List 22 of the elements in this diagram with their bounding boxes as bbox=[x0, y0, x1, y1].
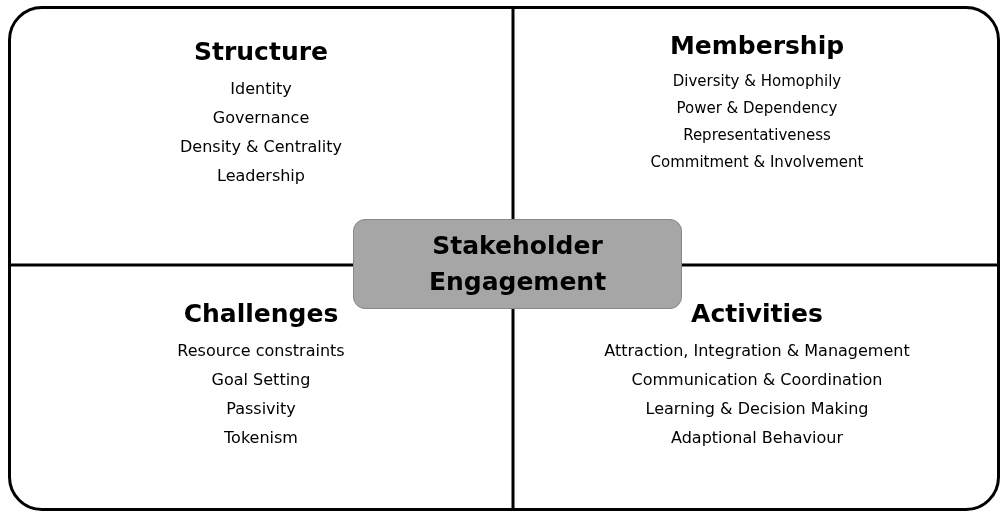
list-item: Representativeness bbox=[683, 125, 831, 146]
list-item: Density & Centrality bbox=[180, 136, 342, 158]
list-item: Commitment & Involvement bbox=[650, 152, 864, 173]
list-item: Attraction, Integration & Management bbox=[604, 340, 910, 362]
list-item: Resource constraints bbox=[177, 340, 345, 362]
list-item: Leadership bbox=[217, 165, 305, 187]
list-item: Identity bbox=[230, 78, 292, 100]
quadrant-heading: Activities bbox=[691, 299, 823, 328]
list-item: Communication & Coordination bbox=[631, 369, 883, 391]
list-item: Power & Dependency bbox=[676, 98, 838, 119]
list-item: Governance bbox=[212, 107, 310, 129]
list-item: Learning & Decision Making bbox=[645, 398, 869, 420]
center-box: Stakeholder Engagement bbox=[353, 219, 682, 309]
list-item: Diversity & Homophily bbox=[672, 71, 842, 92]
list-item: Tokenism bbox=[224, 427, 298, 449]
rounded-frame bbox=[8, 6, 1000, 511]
quadrant-heading: Structure bbox=[194, 37, 328, 66]
list-item: Passivity bbox=[226, 398, 296, 420]
quadrant-heading: Challenges bbox=[183, 299, 339, 328]
list-item: Adaptional Behaviour bbox=[671, 427, 843, 449]
quadrant-heading: Membership bbox=[669, 31, 845, 60]
list-item: Goal Setting bbox=[211, 369, 311, 391]
